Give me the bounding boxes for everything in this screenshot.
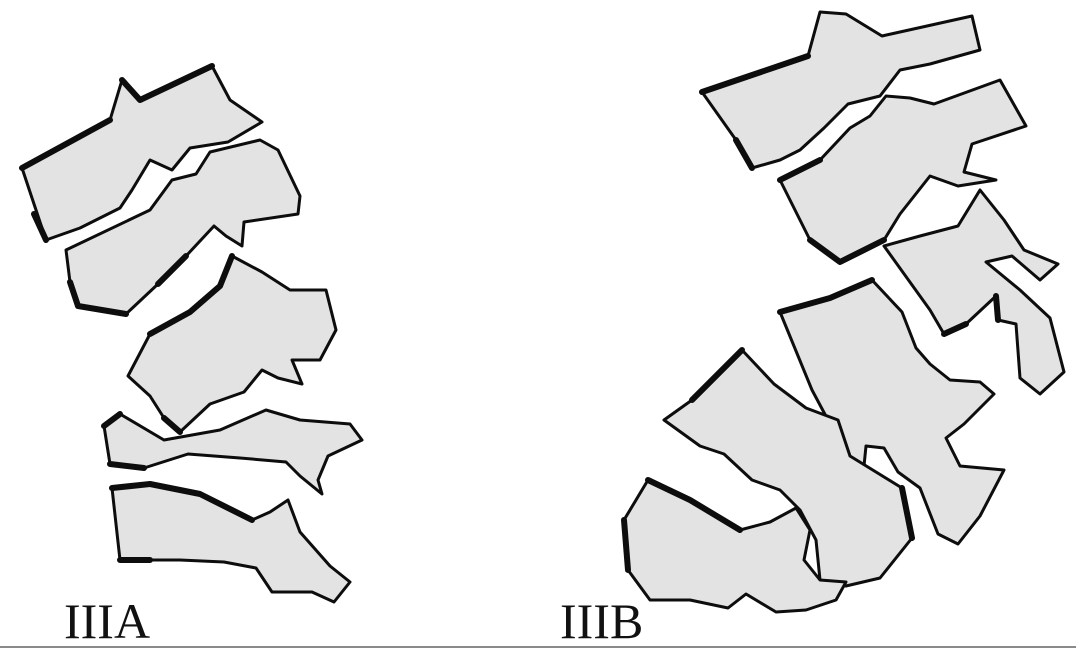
- panel-a-vertebra-4: [104, 410, 362, 494]
- panel-a-vertebra-5: [112, 484, 350, 602]
- panel-a-label: IIIA: [64, 596, 150, 646]
- panel-b-vertebrae: [624, 12, 1064, 612]
- baseline-rule: [0, 646, 1076, 648]
- panel-b-label: IIIB: [560, 596, 643, 646]
- panel-a-vertebrae: [22, 66, 362, 602]
